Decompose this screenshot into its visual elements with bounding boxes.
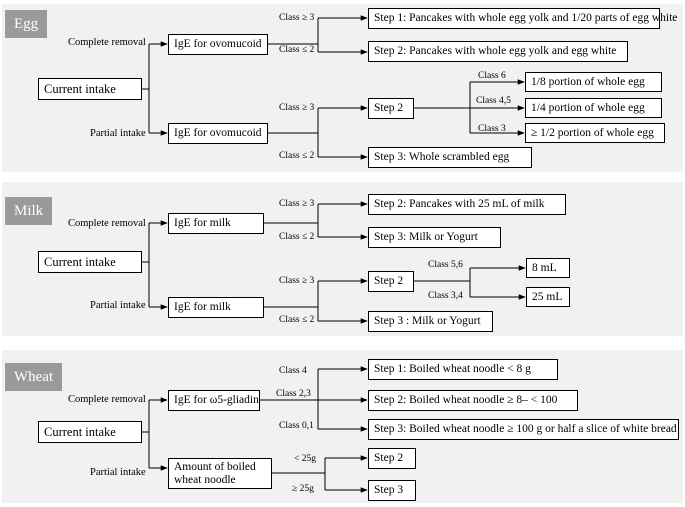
egg-step2-top: Step 2: Pancakes with whole egg yolk and… [368, 41, 628, 62]
egg-step3: Step 3: Whole scrambled egg [368, 147, 532, 168]
milk-8ml: 8 mL [526, 258, 570, 278]
milk-class-ge3-b: Class ≥ 3 [279, 276, 315, 286]
milk-class-le2-a: Class ≤ 2 [279, 232, 315, 242]
egg-tag: Egg [5, 10, 48, 38]
milk-current-intake: Current intake [38, 251, 142, 273]
wheat-amount: Amount of boiled wheat noodle [168, 458, 272, 489]
wheat-step3: Step 3 [368, 480, 416, 501]
milk-class34: Class 3,4 [428, 291, 463, 301]
egg-complete-removal-label: Complete removal [68, 37, 146, 48]
wheat-step1: Step 1: Boiled wheat noodle < 8 g [368, 359, 558, 380]
egg-ige-bottom: IgE for ovomucoid [168, 123, 268, 144]
milk-ige-top: IgE for milk [168, 213, 264, 234]
wheat-partial-intake-label: Partial intake [90, 467, 146, 478]
wheat-step2-top: Step 2: Boiled wheat noodle ≥ 8– < 100 [368, 390, 578, 411]
milk-step3-bottom: Step 3 : Milk or Yogurt [368, 311, 493, 332]
egg-step2: Step 2 [368, 98, 414, 119]
milk-ige-bottom: IgE for milk [168, 297, 264, 318]
wheat-tag: Wheat [5, 363, 63, 391]
egg-step1: Step 1: Pancakes with whole egg yolk and… [368, 8, 677, 29]
egg-class-ge3-b: Class ≥ 3 [279, 103, 315, 113]
wheat-complete-removal-label: Complete removal [68, 394, 146, 405]
milk-step2-top: Step 2: Pancakes with 25 mL of milk [368, 194, 566, 215]
wheat-ige: IgE for ω5-gliadin [168, 390, 260, 411]
wheat-step3-top: Step 3: Boiled wheat noodle ≥ 100 g or h… [368, 419, 679, 440]
egg-portion-1-2: ≥ 1/2 portion of whole egg [525, 123, 665, 143]
wheat-class01: Class 0,1 [279, 421, 314, 431]
egg-portion-1-8: 1/8 portion of whole egg [525, 72, 662, 92]
milk-partial-intake-label: Partial intake [90, 300, 146, 311]
wheat-class23: Class 2,3 [276, 389, 311, 399]
wheat-current-intake: Current intake [38, 421, 142, 443]
egg-portion-1-4: 1/4 portion of whole egg [525, 98, 662, 118]
milk-complete-removal-label: Complete removal [68, 218, 146, 229]
milk-class-le2-b: Class ≤ 2 [279, 315, 315, 325]
egg-class-ge3-a: Class ≥ 3 [279, 13, 315, 23]
egg-class-le2-b: Class ≤ 2 [279, 151, 315, 161]
milk-step3-top: Step 3: Milk or Yogurt [368, 227, 501, 248]
wheat-ge25: ≥ 25g [292, 484, 314, 494]
wheat-lt25: < 25g [294, 454, 316, 464]
milk-class-ge3-a: Class ≥ 3 [279, 199, 315, 209]
milk-class56: Class 5,6 [428, 260, 463, 270]
egg-current-intake: Current intake [38, 78, 142, 100]
milk-step2: Step 2 [368, 271, 414, 292]
egg-partial-intake-label: Partial intake [90, 128, 146, 139]
milk-tag: Milk [5, 197, 53, 225]
wheat-step2: Step 2 [368, 448, 416, 469]
wheat-class4: Class 4 [279, 366, 307, 376]
egg-class6: Class 6 [478, 71, 506, 81]
egg-class45: Class 4,5 [476, 96, 511, 106]
egg-class-le2-a: Class ≤ 2 [279, 45, 315, 55]
egg-ige-top: IgE for ovomucoid [168, 34, 268, 55]
egg-class3: Class 3 [478, 124, 506, 134]
milk-25ml: 25 mL [526, 287, 570, 307]
